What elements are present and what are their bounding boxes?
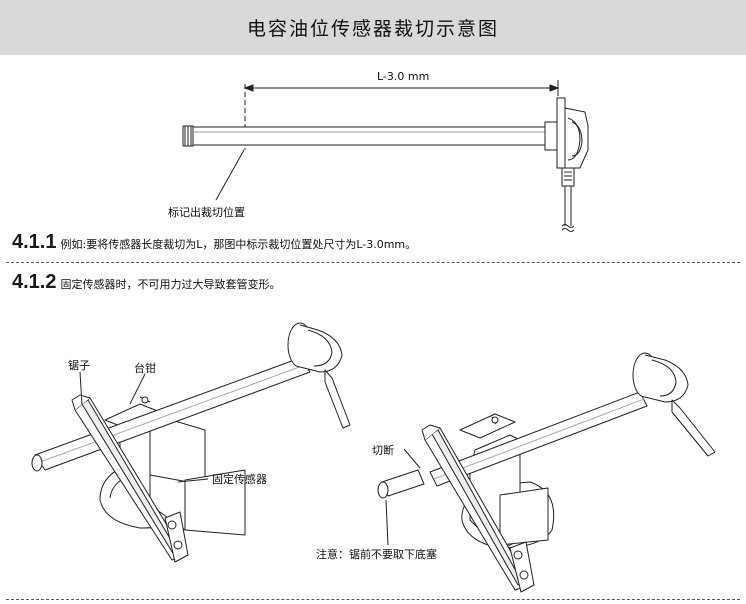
title-bar: 电容油位传感器裁切示意图 — [0, 0, 746, 55]
divider-2 — [6, 599, 740, 600]
section-4-1-1: 4.1.1 例如:要将传感器长度裁切为L，那图中标示裁切位置处尺寸为L-3.0m… — [12, 231, 416, 254]
page-title: 电容油位传感器裁切示意图 — [246, 18, 499, 40]
section-text: 固定传感器时，不可用力过大导致套管变形。 — [60, 278, 281, 291]
saw-label: 锯子 — [68, 359, 90, 372]
section-number: 4.1.1 — [12, 231, 57, 253]
sensor-length-diagram — [182, 80, 589, 232]
fix-sensor-label: 固定传感器 — [212, 473, 267, 486]
dimension-label: L-3.0 mm — [377, 70, 430, 83]
section-4-1-2: 4.1.2 固定传感器时，不可用力过大导致套管变形。 — [12, 271, 280, 294]
note-label: 注意：锯前不要取下底塞 — [316, 548, 437, 561]
section-text: 例如:要将传感器长度裁切为L，那图中标示裁切位置处尺寸为L-3.0mm。 — [60, 238, 417, 251]
divider-1 — [6, 262, 740, 263]
vise-label: 台钳 — [134, 362, 156, 375]
section-number: 4.1.2 — [12, 271, 57, 293]
cut-label: 切断 — [372, 444, 394, 457]
mark-cut-position-label: 标记出裁切位置 — [168, 206, 245, 219]
